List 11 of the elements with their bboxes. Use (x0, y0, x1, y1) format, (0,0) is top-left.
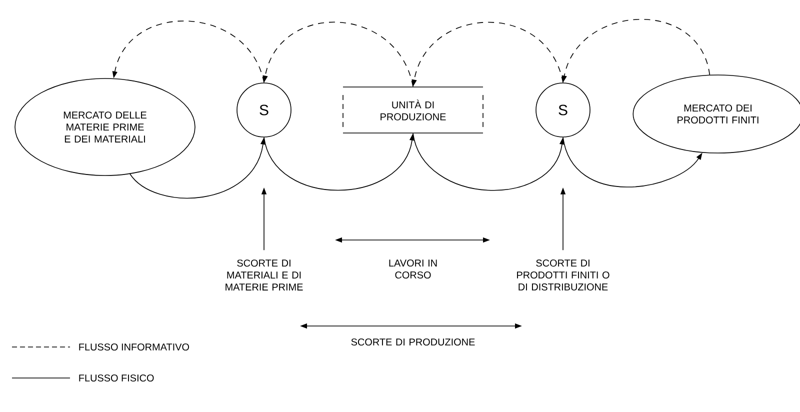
legend-text: FLUSSO INFORMATIVO (79, 343, 190, 351)
stock-label: SCORTE DI MATERIALI E DI MATERIE PRIME (226, 260, 303, 290)
arrow (262, 22, 414, 87)
arrow (562, 137, 702, 188)
production-box: UNITÀ DI PRODUZIONE (342, 86, 484, 134)
arrow (112, 20, 264, 83)
stock-label: SCORTE DI PRODOTTI FINITI O DI DISTRIBUZIONE (517, 260, 610, 290)
span-label: SCORTE DI PRODUZIONE (351, 338, 475, 346)
span-label: LAVORI IN CORSO (389, 260, 437, 278)
arrow (412, 133, 565, 191)
legend-text: FLUSSO FISICO (79, 374, 154, 382)
